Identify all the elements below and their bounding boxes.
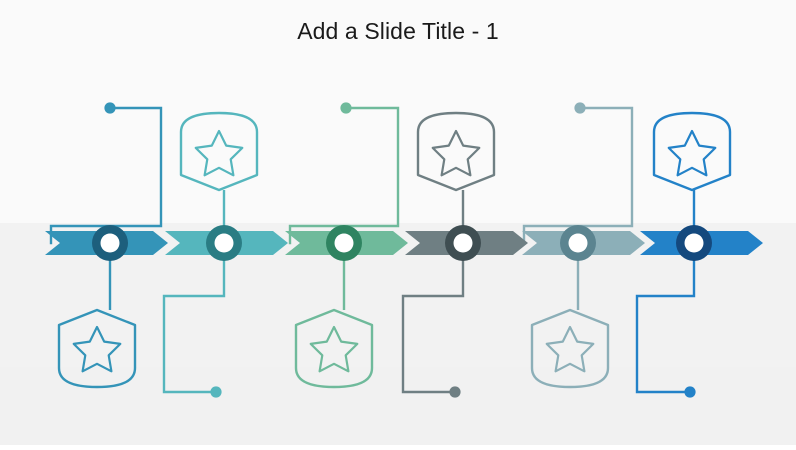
milestone-step-2[interactable] [206,225,242,261]
star-icon-step-3 [309,325,359,373]
milestone-step-5[interactable] [560,225,596,261]
star-icon-step-5 [545,325,595,373]
badge-step-5[interactable] [530,308,610,389]
connector-step-4 [401,190,465,398]
connector-step-1 [49,102,163,310]
chevron-band [45,231,763,255]
badge-step-6[interactable] [652,111,732,192]
connector-step-3 [288,102,400,310]
star-icon-step-2 [194,129,244,177]
endpoint-dot-step-1 [104,102,116,114]
badge-step-1[interactable] [57,308,137,389]
connector-step-5 [522,102,634,310]
star-icon-step-1 [72,325,122,373]
badge-step-4[interactable] [416,111,496,192]
connector-step-6 [635,190,696,398]
badge-step-3[interactable] [294,308,374,389]
milestone-step-6[interactable] [676,225,712,261]
connector-step-2 [162,190,226,398]
endpoint-dot-step-4 [449,386,461,398]
star-icon-step-4 [431,129,481,177]
milestone-circles [92,225,712,261]
endpoint-dot-step-2 [210,386,222,398]
endpoint-dot-step-5 [574,102,586,114]
milestone-step-1[interactable] [92,225,128,261]
milestone-step-3[interactable] [326,225,362,261]
endpoint-dot-step-6 [684,386,696,398]
star-icon-step-6 [667,129,717,177]
milestone-step-4[interactable] [445,225,481,261]
endpoint-dot-step-3 [340,102,352,114]
badge-step-2[interactable] [179,111,259,192]
page-title: Add a Slide Title - 1 [297,18,499,44]
